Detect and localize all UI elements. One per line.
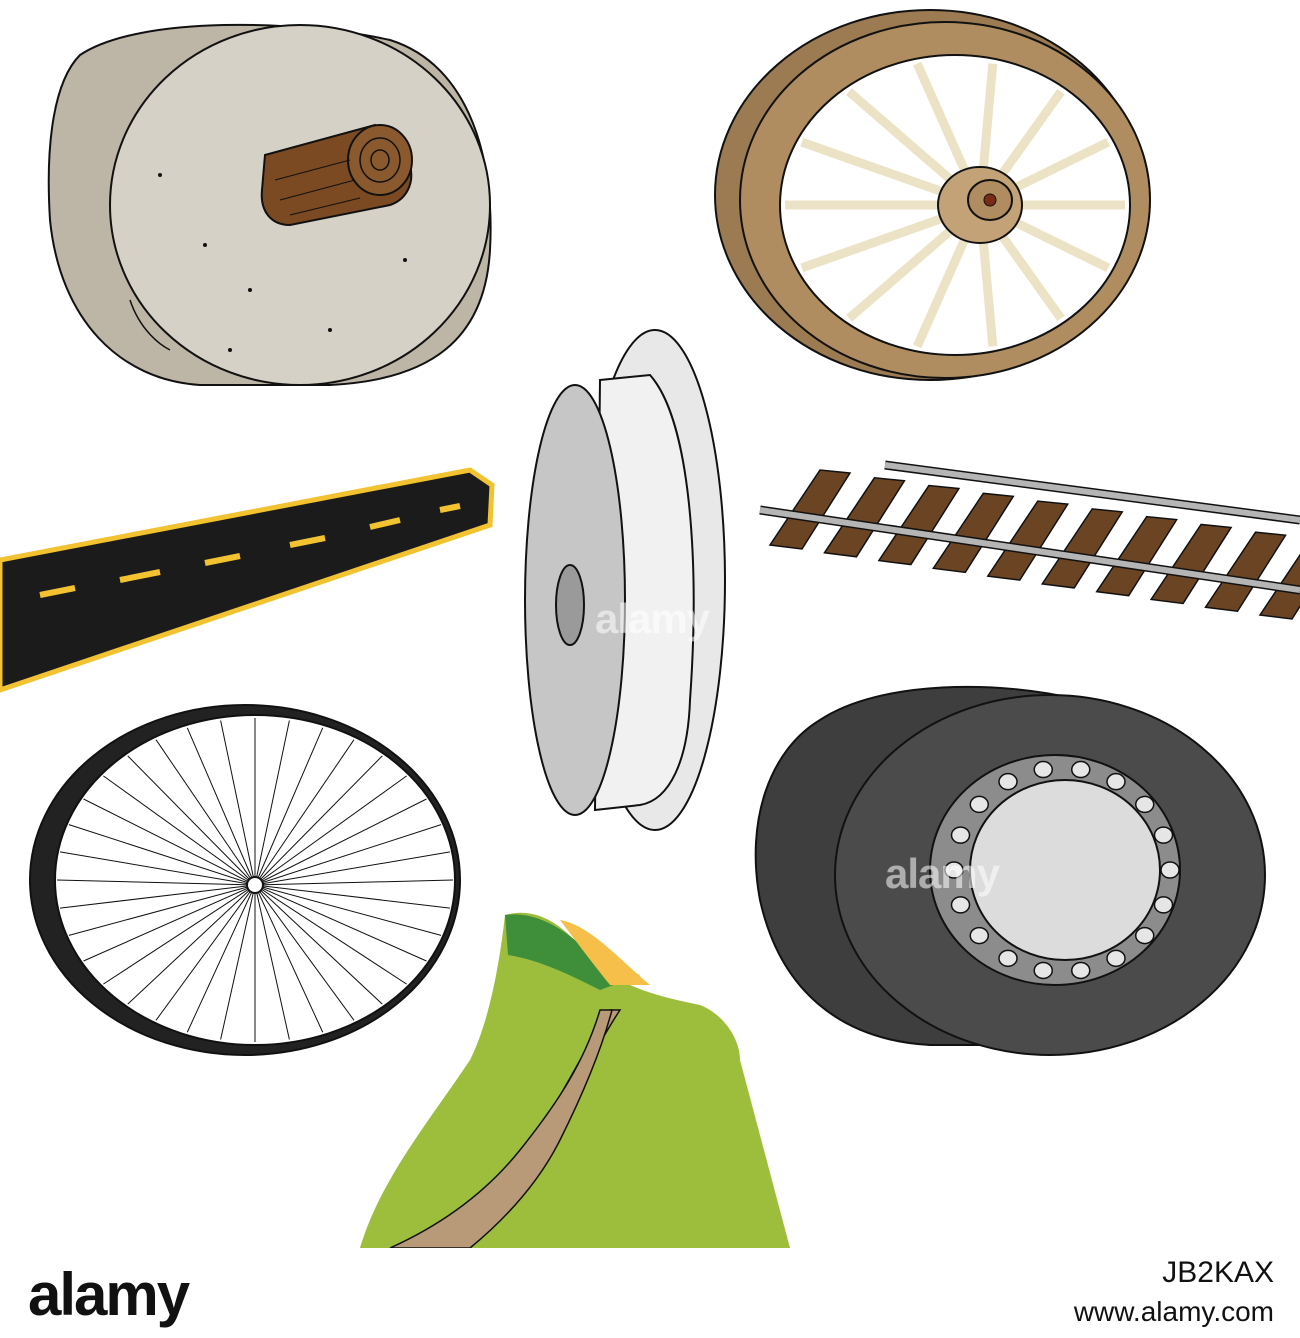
rim-bolt — [1071, 961, 1091, 980]
bicycle-spoke — [155, 739, 256, 886]
bicycle-wheel — [29, 704, 461, 1056]
asphalt-road — [0, 467, 495, 693]
rim-bolt — [944, 861, 964, 879]
hill-path — [360, 912, 790, 1248]
rim-bolt — [969, 926, 990, 945]
rim-bolt — [1134, 795, 1155, 814]
rim-bolt — [1071, 760, 1091, 779]
bicycle-spoke — [103, 775, 256, 886]
rim-bolt — [1160, 861, 1180, 879]
rim-bolt — [1033, 760, 1053, 779]
bicycle-spoke — [254, 884, 427, 962]
rail-tie — [1040, 508, 1124, 589]
rail-tie — [1149, 523, 1233, 605]
bicycle-spoke — [254, 851, 451, 886]
bicycle-spoke — [186, 884, 256, 1033]
bicycle-spoke — [220, 884, 256, 1040]
bicycle-spoke — [83, 798, 256, 886]
alamy-logo: alamy — [28, 1261, 190, 1328]
bicycle-spoke — [254, 755, 383, 886]
rail-ties — [768, 469, 1300, 620]
rim-bolt — [1033, 961, 1053, 980]
bicycle-spoke — [68, 824, 256, 886]
rim-bolt — [950, 826, 971, 844]
rail-tie — [932, 492, 1015, 574]
rim-bolt — [1134, 926, 1155, 945]
car-tire — [754, 685, 1266, 1056]
rim-bolt — [998, 772, 1018, 791]
rim-bolt — [1153, 896, 1174, 914]
bicycle-spoke — [59, 851, 256, 886]
rim-bolt — [950, 896, 971, 914]
bicycle-spoke — [254, 824, 442, 886]
rail-tie — [986, 500, 1070, 581]
bicycle-spoke — [254, 775, 407, 886]
image-id: JB2KAX — [1162, 1256, 1274, 1289]
bicycle-spoke — [59, 884, 256, 909]
bicycle-spoke — [83, 884, 256, 962]
rim-bolt — [1106, 772, 1126, 791]
rim-bolt — [969, 795, 990, 814]
bicycle-spoke — [254, 884, 324, 1033]
bicycle-spoke — [254, 720, 290, 886]
bicycle-spoke — [254, 798, 427, 886]
bicycle-spoke — [155, 884, 256, 1021]
alamy-footer: alamy JB2KAX www.alamy.com — [0, 1248, 1300, 1338]
bicycle-spoke — [127, 884, 256, 1005]
bicycle-spoke — [254, 884, 383, 1005]
pulley-disc — [524, 329, 726, 831]
bicycle-spoke — [254, 884, 442, 936]
rail-tie — [823, 476, 906, 558]
rim-bolt — [998, 949, 1018, 968]
wooden-axle — [260, 123, 413, 227]
bicycle-spoke — [68, 884, 256, 936]
bicycle-spoke — [254, 884, 451, 909]
bicycle-spoke — [127, 755, 256, 886]
bicycle-spoke — [254, 879, 454, 886]
bicycle-spoke — [254, 884, 355, 1021]
bicycle-spoke — [56, 879, 256, 886]
rail-tie — [1095, 515, 1178, 597]
source-url: www.alamy.com — [1073, 1296, 1274, 1327]
stone-wheel — [47, 23, 492, 386]
railroad-track — [759, 460, 1300, 620]
bicycle-spoke — [103, 884, 256, 985]
bicycle-spoke — [254, 884, 407, 985]
rail-tie — [1204, 531, 1287, 613]
bicycle-spoke — [186, 727, 256, 886]
bicycle-spoke — [220, 720, 256, 886]
bicycle-spoke — [254, 727, 324, 886]
rail-tie — [877, 484, 961, 566]
rim-bolt — [1153, 826, 1174, 844]
illustration-scene — [0, 9, 1300, 1248]
rim-bolt — [1106, 949, 1126, 968]
bicycle-spoke — [254, 884, 290, 1040]
bicycle-spoke — [254, 739, 355, 886]
rail-tie — [768, 469, 852, 550]
rim-bolts — [944, 760, 1180, 980]
wagon-wheel — [714, 9, 1151, 381]
bicycle-spokes — [56, 718, 454, 1042]
